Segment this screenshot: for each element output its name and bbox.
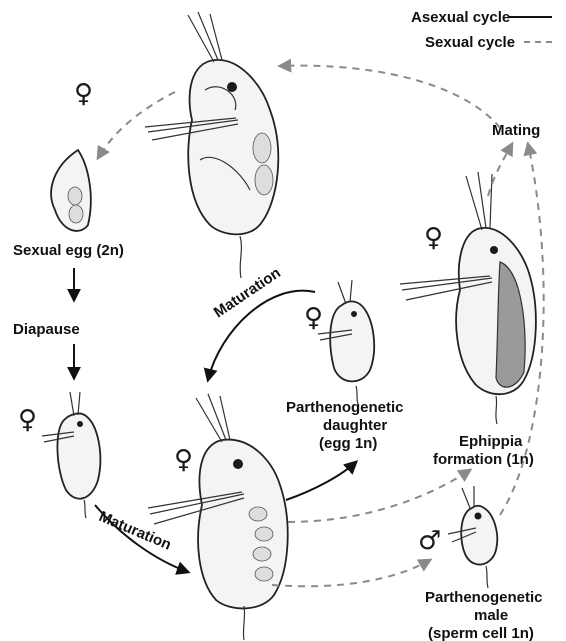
legend: Asexual cycle Sexual cycle xyxy=(411,9,556,51)
arrow-adult-to-ephippia xyxy=(288,470,470,522)
legend-asexual-label: Asexual cycle xyxy=(411,9,510,26)
arrow-mating-to-female xyxy=(280,66,500,128)
female-symbol-daughter: ♀ xyxy=(304,303,323,333)
label-parth-male-line2: male xyxy=(474,607,508,624)
male-symbol: ♂ xyxy=(418,526,441,556)
parthenogenetic-male-daphnia xyxy=(448,486,497,588)
arrow-adult-to-daughter xyxy=(286,462,356,500)
ephippia-forming-female-daphnia xyxy=(400,172,536,424)
label-parth-daughter-line1: Parthenogenetic xyxy=(286,399,404,416)
label-sexual-egg: Sexual egg (2n) xyxy=(13,242,124,259)
label-maturation-bottom: Maturation xyxy=(96,508,173,554)
top-female-daphnia xyxy=(145,12,278,278)
juvenile-female-daphnia xyxy=(42,392,100,518)
parthenogenetic-daughter-daphnia xyxy=(318,280,374,404)
label-ephippia-line1: Ephippia xyxy=(459,433,523,450)
label-diapause: Diapause xyxy=(13,321,80,338)
adult-female-daphnia xyxy=(148,394,288,640)
female-symbol-center: ♀ xyxy=(174,445,193,475)
label-parth-male-line1: Parthenogenetic xyxy=(425,589,543,606)
female-symbol-juvenile: ♀ xyxy=(18,405,37,435)
female-symbol-ephippia: ♀ xyxy=(424,223,443,253)
label-parth-daughter-line3: (egg 1n) xyxy=(319,435,377,452)
arrow-adult-to-male xyxy=(272,560,430,586)
label-mating: Mating xyxy=(492,122,540,139)
label-ephippia-line2: formation (1n) xyxy=(433,451,534,468)
female-symbol-top: ♀ xyxy=(74,79,93,109)
legend-sexual-label: Sexual cycle xyxy=(425,34,515,51)
label-maturation-top: Maturation xyxy=(211,264,284,321)
label-parth-daughter-line2: daughter xyxy=(323,417,387,434)
sexual-egg-ephippium xyxy=(51,150,91,231)
label-parth-male-line3: (sperm cell 1n) xyxy=(428,625,534,641)
